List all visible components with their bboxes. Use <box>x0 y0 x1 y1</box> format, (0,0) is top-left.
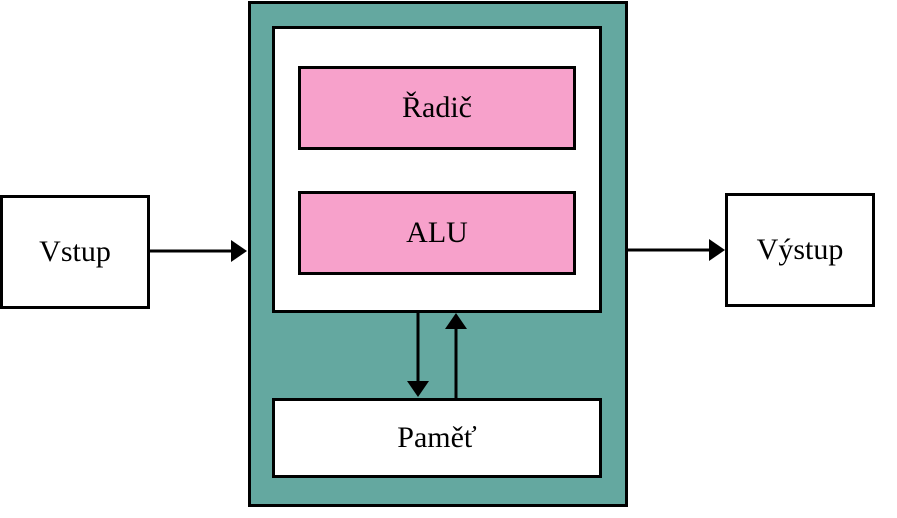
alu-box: ALU <box>298 191 576 275</box>
input-label: Vstup <box>39 235 111 268</box>
controller-box: Řadič <box>298 66 576 150</box>
output-label: Výstup <box>756 233 844 266</box>
input-box: Vstup <box>0 195 150 309</box>
memory-to-processor-arrow <box>445 313 467 398</box>
alu-label: ALU <box>406 216 468 249</box>
input-arrow <box>150 240 247 262</box>
processor-to-memory-arrow <box>407 313 429 397</box>
memory-box: Paměť <box>272 398 602 478</box>
output-box: Výstup <box>725 193 875 307</box>
memory-label: Paměť <box>397 421 477 454</box>
controller-label: Řadič <box>402 91 472 124</box>
output-arrow <box>628 239 725 261</box>
